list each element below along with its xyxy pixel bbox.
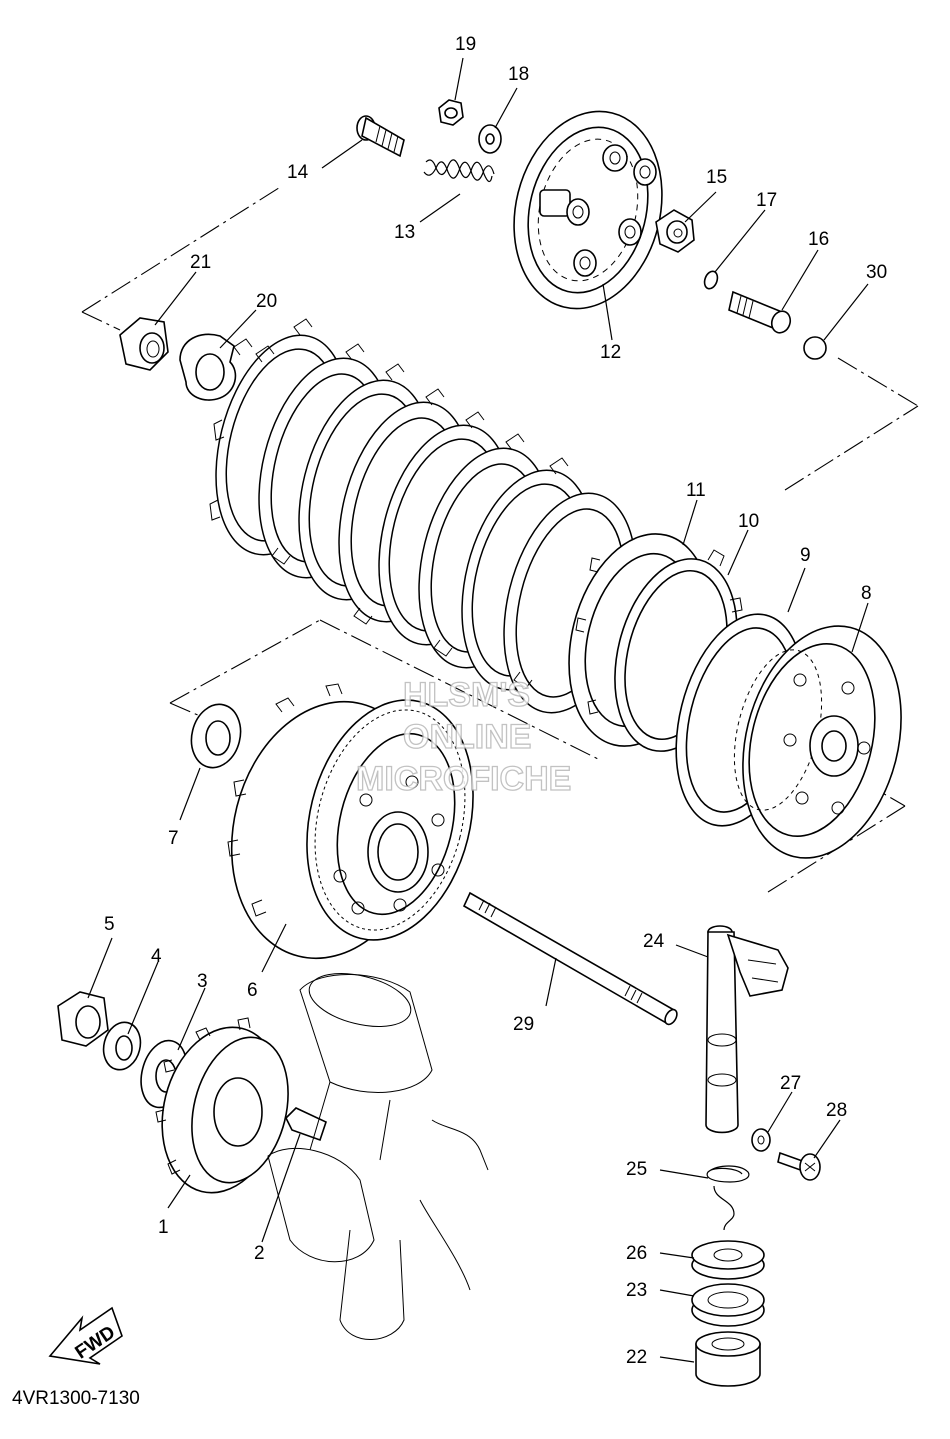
part-5-nut[interactable] [57, 991, 109, 1047]
part-20-lock-washer[interactable] [179, 333, 237, 401]
watermark-line-1: HLSM'S [403, 676, 530, 714]
callout-18: 18 [508, 64, 529, 85]
callout-8: 8 [861, 583, 872, 604]
part-7-thrust-washer[interactable] [185, 699, 247, 773]
watermark-line-2: ONLINE [403, 718, 531, 756]
callout-4: 4 [151, 946, 162, 967]
callout-30: 30 [866, 262, 887, 283]
diagram-code: 4VR1300-7130 [12, 1388, 140, 1409]
part-4-lock-washer[interactable] [99, 1018, 146, 1073]
part-30-ball[interactable] [803, 336, 827, 360]
part-28-screw[interactable] [777, 1151, 821, 1181]
callout-26: 26 [626, 1243, 647, 1264]
callout-14: 14 [287, 162, 309, 183]
callout-20: 20 [256, 291, 277, 312]
callout-21: 21 [190, 252, 211, 273]
watermark: HLSM'S ONLINE MICROFICHE [355, 675, 572, 798]
part-6-clutch-housing[interactable] [205, 681, 497, 980]
callout-24: 24 [643, 931, 665, 952]
callout-16: 16 [808, 229, 829, 250]
callout-10: 10 [738, 511, 759, 532]
part-26-washer[interactable] [691, 1240, 765, 1280]
part-29-push-rod-shaft[interactable] [462, 891, 679, 1026]
part-19-nut[interactable] [438, 99, 464, 126]
part-24-push-lever-shaft[interactable] [705, 925, 789, 1134]
callout-3: 3 [197, 971, 208, 992]
callout-7: 7 [168, 828, 179, 849]
part-1-primary-drive-gear[interactable] [145, 1014, 302, 1205]
part-12-pressure-plate[interactable] [494, 96, 682, 325]
callout-17: 17 [756, 190, 777, 211]
callout-9: 9 [800, 545, 811, 566]
callout-12: 12 [600, 342, 621, 363]
callouts: 19 18 14 13 15 17 16 30 12 21 20 11 10 9… [104, 34, 887, 1368]
callout-25: 25 [626, 1159, 647, 1180]
callout-6: 6 [247, 980, 258, 1001]
callout-29: 29 [513, 1014, 534, 1035]
assembly-frame-upper [81, 185, 919, 491]
leader-lines [87, 57, 869, 1363]
part-17-o-ring[interactable] [702, 269, 719, 290]
callout-5: 5 [104, 914, 115, 935]
part-25-spring[interactable] [706, 1165, 750, 1231]
callout-11: 11 [686, 480, 706, 501]
callout-19: 19 [455, 34, 476, 55]
callout-23: 23 [626, 1280, 647, 1301]
callout-28: 28 [826, 1100, 847, 1121]
part-18-washer[interactable] [478, 124, 502, 154]
fwd-arrow-icon: FWD [48, 1306, 123, 1365]
callout-27: 27 [780, 1073, 801, 1094]
clutch-plate-stack[interactable] [195, 318, 658, 727]
part-8-clutch-boss[interactable] [719, 609, 924, 875]
crankshaft-outline [267, 973, 489, 1340]
part-2-woodruff-key[interactable] [285, 1107, 327, 1142]
part-27-washer[interactable] [751, 1128, 771, 1152]
callout-13: 13 [394, 222, 415, 243]
watermark-line-3: MICROFICHE [356, 760, 571, 798]
part-15-nut[interactable] [655, 209, 695, 253]
part-16-push-rod[interactable] [728, 290, 793, 335]
callout-15: 15 [706, 167, 727, 188]
part-14-bolt[interactable] [356, 115, 405, 158]
part-23-oil-seal[interactable] [691, 1283, 765, 1327]
part-21-nut[interactable] [119, 317, 169, 371]
callout-2: 2 [254, 1243, 265, 1264]
callout-1: 1 [158, 1217, 169, 1238]
part-13-spring[interactable] [423, 159, 495, 183]
callout-22: 22 [626, 1347, 647, 1368]
part-22-bearing[interactable] [695, 1331, 761, 1387]
